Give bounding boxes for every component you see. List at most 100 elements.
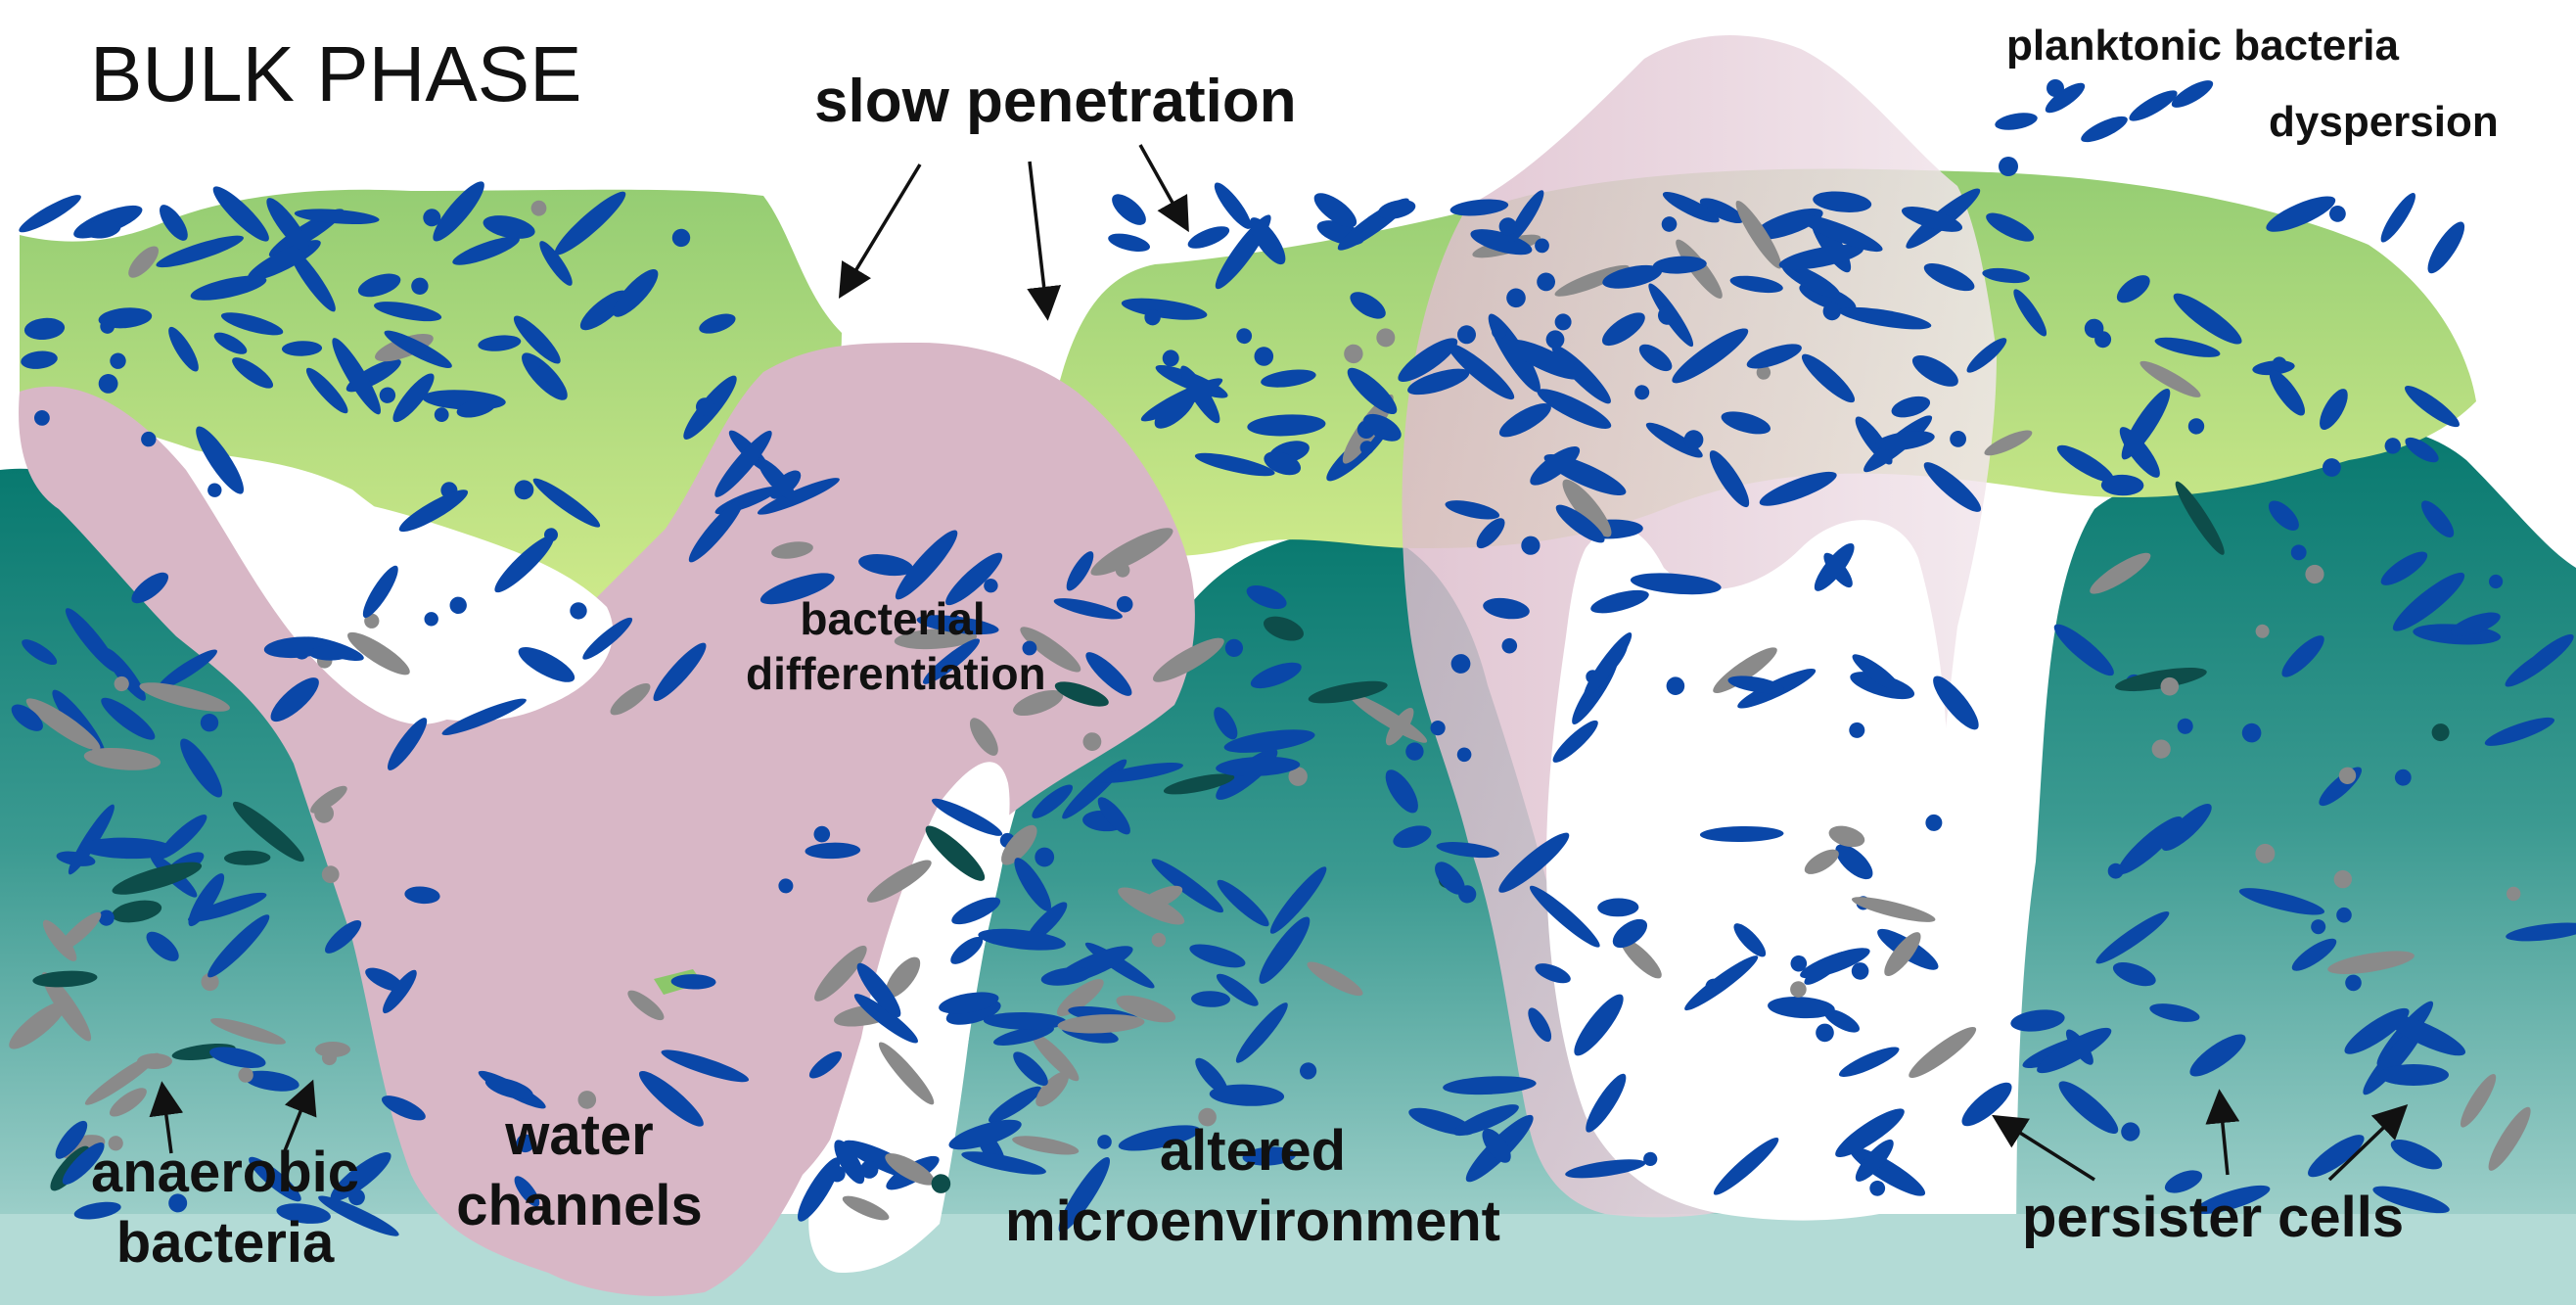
blue-rod-bacterium-icon [1066, 551, 1094, 591]
gray-rod-bacterium-icon [2327, 951, 2415, 974]
blue-rod-bacterium-icon [270, 677, 319, 722]
blue-rod-bacterium-icon [21, 350, 58, 369]
blue-rod-bacterium-icon [330, 1151, 391, 1201]
blue-rod-bacterium-icon [516, 1134, 534, 1153]
blue-rod-bacterium-icon [939, 992, 999, 1014]
blue-rod-bacterium-icon [1436, 842, 1499, 859]
blue-rod-bacterium-icon [83, 219, 121, 239]
gray-rod-bacterium-icon [1735, 200, 1782, 269]
blue-rod-bacterium-icon [1194, 452, 1275, 477]
blue-rod-bacterium-icon [249, 1156, 301, 1202]
slow-penetration-arrow-3 [1138, 144, 1189, 233]
gray-rod-bacterium-icon [2255, 843, 2276, 863]
blue-rod-bacterium-icon [2177, 718, 2193, 734]
blue-rod-bacterium-icon [699, 313, 736, 334]
blue-rod-bacterium-icon [483, 215, 535, 239]
blue-rod-bacterium-icon [2506, 922, 2576, 942]
bacterial-differentiation-line2: differentiation [746, 648, 1046, 699]
blue-rod-bacterium-icon [1982, 267, 2030, 284]
gray-rod-bacterium-icon [866, 860, 932, 903]
gray-rod-bacterium-icon [1090, 528, 1173, 576]
blue-rod-bacterium-icon [1261, 369, 1316, 388]
blue-rod-bacterium-icon [2272, 356, 2287, 372]
blue-rod-bacterium-icon [1555, 504, 1605, 543]
blue-rod-bacterium-icon [989, 1086, 1042, 1123]
blue-rod-bacterium-icon [441, 698, 527, 735]
gray-rod-bacterium-icon [1349, 693, 1428, 743]
gray-rod-bacterium-icon [1115, 563, 1130, 578]
blue-rod-bacterium-icon [232, 357, 274, 389]
blue-rod-bacterium-icon [2345, 974, 2362, 992]
blue-rod-bacterium-icon [1180, 365, 1220, 424]
anaerobic-bacteria-line1: anaerobic [91, 1141, 359, 1204]
blue-rod-bacterium-icon [158, 815, 207, 860]
blue-rod-bacterium-icon [212, 186, 269, 242]
gray-rod-bacterium-icon [1035, 1071, 1069, 1107]
blue-rod-bacterium-icon [1359, 441, 1374, 455]
blue-rod-bacterium-icon [1666, 676, 1685, 696]
blue-rod-bacterium-icon [1405, 742, 1424, 761]
blue-rod-bacterium-icon [1457, 325, 1476, 345]
blue-rod-bacterium-icon [1823, 1008, 1861, 1033]
dark-teal-rod-bacterium-icon [931, 1174, 951, 1193]
blue-rod-bacterium-icon [23, 317, 66, 341]
blue-rod-bacterium-icon [1347, 367, 1398, 415]
blue-rod-bacterium-icon [449, 596, 467, 614]
gray-rod-bacterium-icon [1828, 825, 1865, 848]
blue-rod-bacterium-icon [813, 825, 831, 843]
blue-rod-bacterium-icon [411, 277, 429, 295]
blue-rod-bacterium-icon [1162, 350, 1179, 367]
dark-teal-rod-bacterium-icon [1264, 616, 1304, 641]
blue-rod-bacterium-icon [168, 1193, 188, 1213]
blue-rod-bacterium-icon [2427, 221, 2465, 274]
blue-rod-bacterium-icon [653, 642, 707, 702]
blue-rod-bacterium-icon [1574, 994, 1624, 1056]
blue-rod-bacterium-icon [168, 326, 199, 372]
blue-rod-bacterium-icon [456, 397, 496, 418]
gray-rod-bacterium-icon [1288, 767, 1308, 786]
slow-penetration-label: slow penetration [814, 68, 1297, 135]
gray-rod-bacterium-icon [42, 919, 77, 961]
blue-rod-bacterium-icon [2161, 804, 2212, 851]
gray-rod-bacterium-icon [2460, 1074, 2497, 1128]
blue-rod-bacterium-icon [670, 974, 716, 990]
gray-rod-bacterium-icon [314, 803, 335, 823]
blue-rod-bacterium-icon [1535, 963, 1571, 984]
blue-rod-bacterium-icon [1216, 973, 1259, 1006]
blue-rod-bacterium-icon [514, 1176, 540, 1207]
blue-rod-bacterium-icon [484, 1077, 533, 1099]
blue-rod-bacterium-icon [951, 897, 1001, 925]
gray-rod-bacterium-icon [201, 972, 219, 992]
gray-rod-bacterium-icon [842, 1195, 890, 1221]
blue-rod-bacterium-icon [2116, 275, 2150, 303]
gray-rod-bacterium-icon [25, 698, 101, 751]
blue-rod-bacterium-icon [1552, 720, 1598, 763]
blue-rod-bacterium-icon [2322, 458, 2341, 477]
blue-rod-bacterium-icon [146, 931, 179, 961]
blue-rod-bacterium-icon [961, 1151, 1046, 1175]
gray-rod-bacterium-icon [577, 1091, 597, 1109]
blue-rod-bacterium-icon [1643, 1151, 1658, 1167]
blue-rod-bacterium-icon [1657, 305, 1678, 325]
persister-arrow-3 [2327, 1103, 2409, 1182]
blue-rod-bacterium-icon [294, 209, 380, 225]
blue-rod-bacterium-icon [2095, 911, 2170, 964]
blue-rod-bacterium-icon [2171, 80, 2214, 108]
blue-rod-bacterium-icon [1966, 338, 2007, 373]
blue-rod-bacterium-icon [2149, 1003, 2200, 1022]
blue-rod-bacterium-icon [1933, 676, 1979, 730]
blue-rod-bacterium-icon [2154, 337, 2221, 357]
bacteria-layer [9, 79, 2576, 1236]
gray-rod-bacterium-icon [1013, 689, 1064, 717]
blue-rod-bacterium-icon [1661, 216, 1678, 232]
blue-rod-bacterium-icon [757, 478, 840, 515]
blue-rod-bacterium-icon [1085, 652, 1132, 696]
blue-rod-bacterium-icon [2405, 386, 2460, 428]
slow-penetration-arrow-1 [838, 163, 922, 299]
blue-rod-bacterium-icon [859, 1160, 879, 1179]
blue-rod-bacterium-icon [2372, 1186, 2450, 1214]
gray-rod-bacterium-icon [1082, 732, 1102, 751]
blue-rod-bacterium-icon [1040, 966, 1093, 986]
blue-rod-bacterium-icon [1121, 298, 1208, 320]
blue-rod-bacterium-icon [1652, 256, 1707, 274]
